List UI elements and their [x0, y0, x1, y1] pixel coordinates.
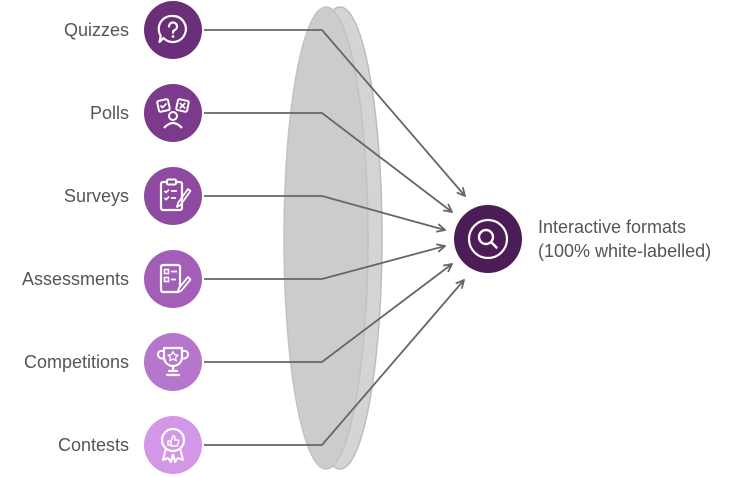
item-label-polls: Polls	[89, 103, 129, 123]
checklist-pencil-icon	[144, 250, 202, 308]
connector-arrow-5	[204, 280, 464, 446]
magnifier-icon	[454, 205, 522, 273]
poll-voting-icon	[144, 84, 202, 142]
connector-arrow-1	[204, 112, 452, 212]
target-label-line2: (100% white-labelled)	[538, 241, 712, 261]
item-label-assessments: Assessments	[21, 269, 129, 289]
item-label-competitions: Competitions	[23, 352, 129, 372]
connector-arrows	[204, 29, 465, 446]
item-label-surveys: Surveys	[63, 186, 129, 206]
item-label-quizzes: Quizzes	[63, 20, 129, 40]
clipboard-checklist-icon	[144, 167, 202, 225]
connector-arrow-3	[204, 246, 445, 280]
target-label: Interactive formats (100% white-labelled…	[538, 215, 711, 263]
connector-arrow-2	[204, 195, 445, 230]
connector-arrow-4	[204, 264, 452, 363]
target-label-line1: Interactive formats	[538, 217, 687, 237]
award-ribbon-icon	[144, 416, 202, 474]
lens	[283, 6, 383, 470]
item-label-contests: Contests	[57, 435, 129, 455]
connector-arrow-0	[204, 29, 465, 196]
question-bubble-icon	[144, 1, 202, 59]
trophy-icon	[144, 333, 202, 391]
